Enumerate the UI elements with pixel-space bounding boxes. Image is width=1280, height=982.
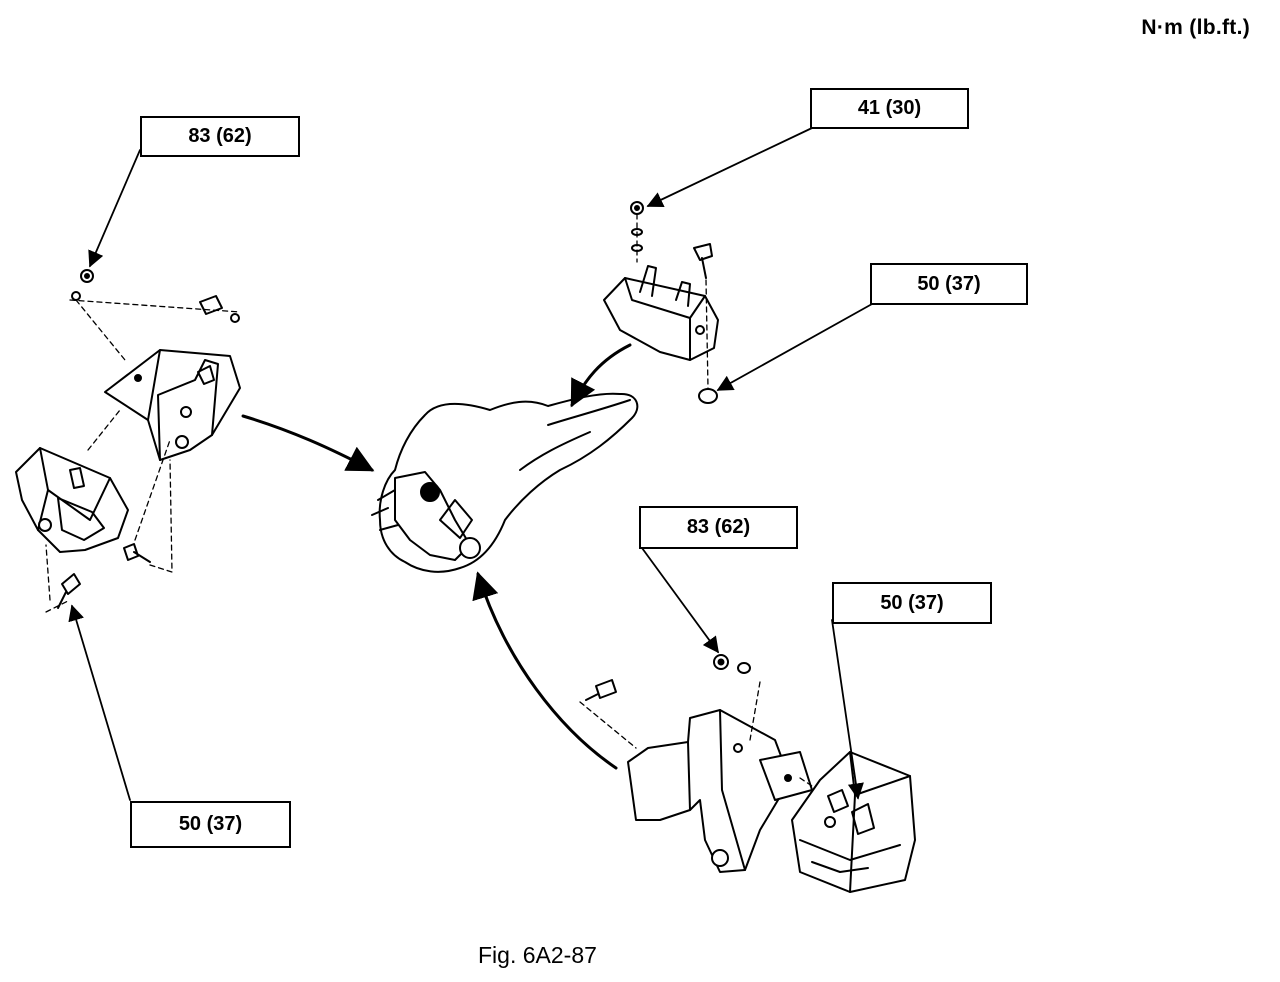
torque-callout-right-mount: 50 (37) [832,582,992,624]
left-mount-insulator [15,447,129,553]
rear-mount [603,201,719,404]
left-mount-bracket [104,349,241,461]
figure-caption: Fig. 6A2-87 [478,942,597,968]
right-mount-bracket [585,654,813,873]
torque-unit-label: N·m (lb.ft.) [1141,16,1250,39]
right-mount-insulator [791,751,916,893]
left-fasteners [57,269,240,609]
left-assembly-lines [45,299,241,613]
torque-callout-right-bracket: 83 (62) [639,506,798,549]
torque-callout-left-upper: 83 (62) [140,116,300,157]
leader-arrows [68,127,873,801]
torque-callout-left-lower: 50 (37) [130,801,291,848]
assembly-arrows [241,343,632,770]
torque-callout-rear-right: 50 (37) [870,263,1028,305]
transmission-assembly [371,392,639,573]
torque-callout-rear-top: 41 (30) [810,88,969,129]
rear-assembly-lines [636,213,709,389]
